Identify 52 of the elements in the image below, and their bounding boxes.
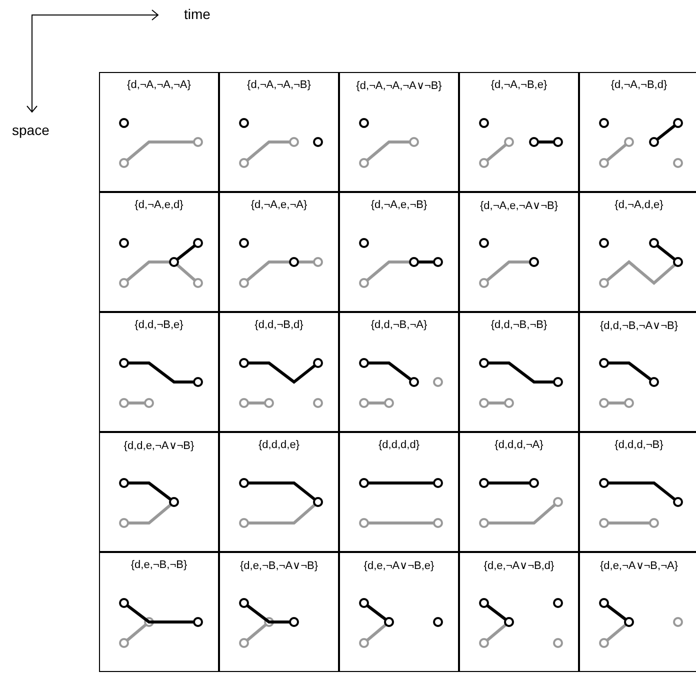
grid-cell [459, 72, 579, 192]
grid-cell [459, 312, 579, 432]
grid-cell [459, 192, 579, 312]
cell-title: {d,¬A,e,d} [134, 199, 184, 211]
cell-title: {d,¬A,¬A,¬A} [126, 79, 192, 91]
grid-cell [219, 312, 339, 432]
cell-title: {d,d,¬B,¬B} [490, 319, 548, 331]
grid-cell [339, 432, 459, 552]
cell-title: {d,d,d,¬B} [614, 439, 664, 451]
cell-title: {d,¬A,e,¬B} [370, 199, 428, 211]
cell-title: {d,e,¬B,¬B} [130, 559, 188, 571]
grid-cell [219, 552, 339, 672]
cell-title: {d,d,d,¬A} [494, 439, 544, 451]
axis-label: space [12, 122, 50, 138]
grid-cell [579, 72, 696, 192]
cell-title: {d,¬A,e,¬A∨¬B} [478, 199, 560, 212]
axis-label: time [184, 6, 210, 22]
cell-title: {d,¬A,¬A,¬B} [246, 79, 312, 91]
grid-cell [339, 312, 459, 432]
cell-title: {d,¬A,¬B,e} [490, 79, 548, 91]
grid-cell [579, 312, 696, 432]
grid-cell [99, 312, 219, 432]
grid-cell [219, 432, 339, 552]
cell-title: {d,d,e,¬A∨¬B} [122, 439, 196, 452]
grid-cell [579, 432, 696, 552]
grid-cell [579, 552, 696, 672]
grid-cell [99, 72, 219, 192]
grid-cell [579, 192, 696, 312]
cell-title: {d,d,¬B,d} [254, 319, 304, 331]
cell-title: {d,¬A,¬B,d} [610, 79, 668, 91]
cell-title: {d,d,d,d} [378, 439, 420, 451]
grid-cell [339, 552, 459, 672]
cell-title: {d,¬A,¬A,¬A∨¬B} [355, 79, 443, 92]
cell-title: {d,d,¬B,¬A∨¬B} [598, 319, 680, 332]
grid-cell [219, 192, 339, 312]
grid-cell [459, 432, 579, 552]
grid-cell [99, 552, 219, 672]
cell-title: {d,e,¬A∨¬B,¬A} [598, 559, 680, 572]
cell-title: {d,¬A,e,¬A} [250, 199, 308, 211]
cell-title: {d,d,d,e} [258, 439, 300, 451]
grid-cell [339, 192, 459, 312]
cell-title: {d,e,¬B,¬A∨¬B} [238, 559, 320, 572]
grid-cell [219, 72, 339, 192]
grid-cell [99, 192, 219, 312]
cell-title: {d,¬A,d,e} [614, 199, 664, 211]
grid-cell [459, 552, 579, 672]
cell-title: {d,d,¬B,¬A} [370, 319, 428, 331]
grid-cell [99, 432, 219, 552]
cell-title: {d,e,¬A∨¬B,e} [362, 559, 436, 572]
cell-title: {d,d,¬B,e} [134, 319, 184, 331]
cell-title: {d,e,¬A∨¬B,d} [482, 559, 556, 572]
grid-cell [339, 72, 459, 192]
